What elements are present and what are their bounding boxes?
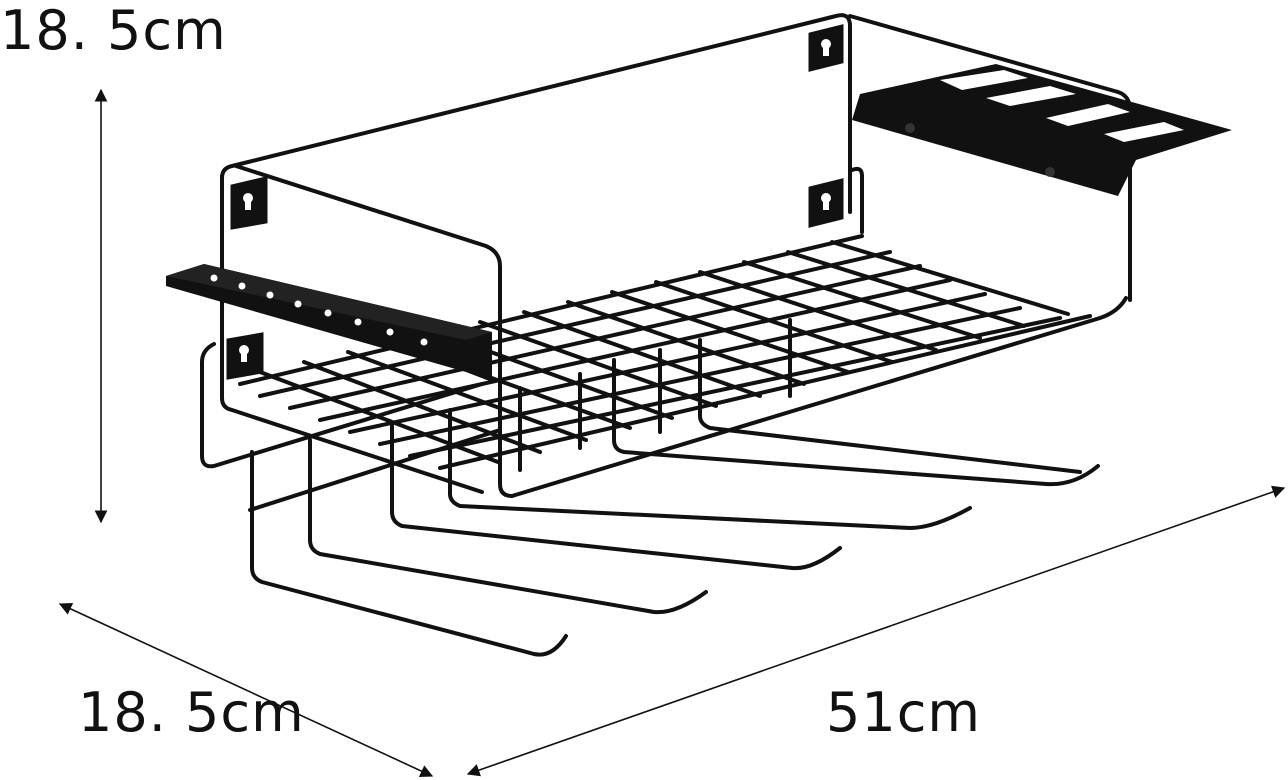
depth-arrow-icon	[58, 603, 434, 777]
keyhole-mount-icon	[226, 24, 844, 380]
height-dimension-label: 18. 5cm	[0, 0, 227, 62]
left-bit-holder-plate-icon	[166, 264, 492, 382]
right-slotted-holder-plate-icon	[852, 64, 1232, 196]
width-arrow-icon	[466, 485, 1286, 777]
rack-icon	[200, 13, 1132, 657]
